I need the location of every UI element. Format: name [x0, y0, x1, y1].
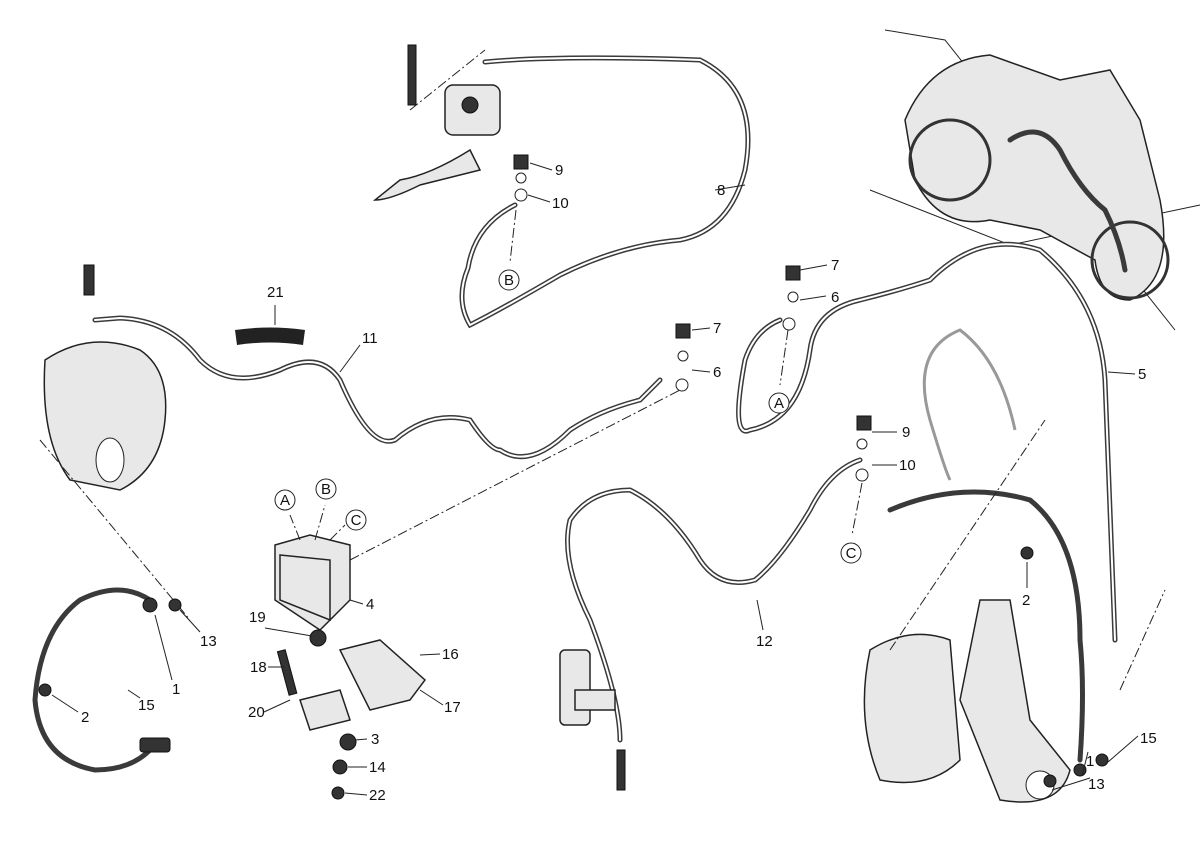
ref-a-label: A	[774, 395, 784, 412]
label-1: 1	[1086, 753, 1094, 770]
label-13: 13	[200, 633, 217, 650]
label-10: 10	[899, 457, 916, 474]
label-13: 13	[1088, 776, 1105, 793]
reference-arrows	[289, 209, 863, 541]
label-18: 18	[250, 659, 267, 676]
part-21-sleeve	[235, 327, 305, 345]
leader-lines	[51, 162, 1139, 796]
front-caliper	[39, 264, 191, 621]
label-6: 6	[831, 289, 839, 306]
abs-unit	[274, 389, 681, 800]
label-9: 9	[902, 424, 910, 441]
banjo-bolts	[513, 154, 872, 482]
label-15: 15	[1140, 730, 1157, 747]
label-12: 12	[756, 633, 773, 650]
ref-c-label: C	[846, 545, 857, 562]
motorcycle-inset	[869, 29, 1201, 331]
front-sensor-cable	[32, 587, 153, 773]
label-19: 19	[249, 609, 266, 626]
label-7: 7	[713, 320, 721, 337]
rear-master-cylinder	[559, 649, 626, 791]
reference-markers: B A C A B C	[274, 269, 862, 564]
abs-ref-c-label: C	[351, 512, 362, 529]
rear-sensor-cable	[887, 489, 1085, 763]
label-2: 2	[81, 709, 89, 726]
label-11: 11	[362, 330, 378, 347]
front-master-cylinder	[372, 44, 501, 201]
label-20: 20	[248, 704, 265, 721]
label-6: 6	[713, 364, 721, 381]
ref-b-label: B	[504, 272, 514, 289]
label-5: 5	[1138, 366, 1146, 383]
rear-caliper	[38, 419, 1166, 803]
label-17: 17	[444, 699, 461, 716]
abs-ref-a-label: A	[280, 492, 290, 509]
label-2: 2	[1022, 592, 1030, 609]
hose-5	[736, 241, 1118, 643]
label-16: 16	[442, 646, 459, 663]
label-8: 8	[717, 182, 725, 199]
part-labels: 9 10 8 7 6 5 21 11 7 6 9 10 12 4 19 18 2…	[81, 162, 1157, 804]
abs-ref-b-label: B	[321, 481, 331, 498]
label-4: 4	[366, 596, 374, 613]
label-3: 3	[371, 731, 379, 748]
label-15: 15	[138, 697, 155, 714]
label-22: 22	[369, 787, 386, 804]
label-1: 1	[172, 681, 180, 698]
label-9: 9	[555, 162, 563, 179]
label-14: 14	[369, 759, 386, 776]
label-7: 7	[831, 257, 839, 274]
label-10: 10	[552, 195, 569, 212]
label-21: 21	[267, 284, 284, 301]
